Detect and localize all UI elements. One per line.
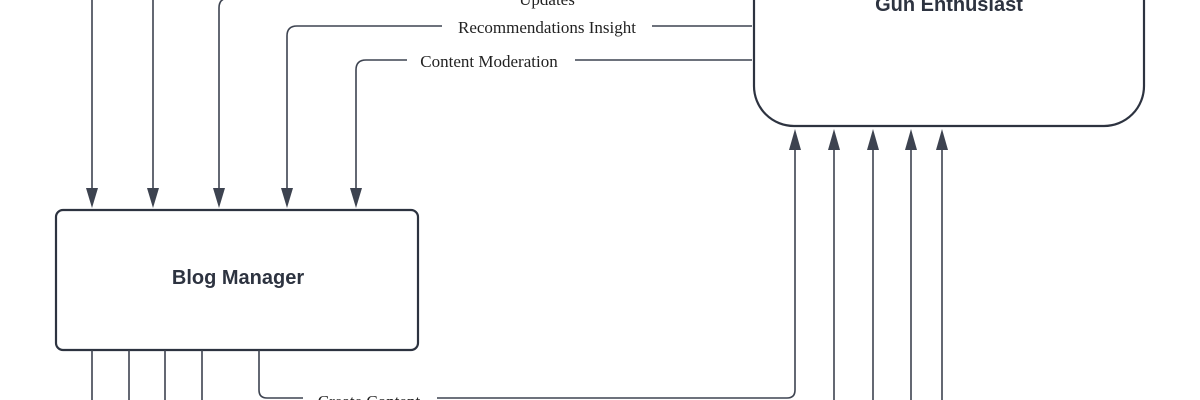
arrowhead	[867, 129, 879, 150]
edge-label-updates: Updates	[519, 0, 575, 9]
arrowhead	[281, 188, 293, 208]
edge-updates: Updates	[213, 0, 586, 208]
edge-label-content-moderation: Content Moderation	[420, 52, 558, 71]
edge-into-gun-enthusiast-3	[905, 129, 917, 400]
arrowhead	[86, 188, 98, 208]
arrowhead	[789, 129, 801, 150]
node-blog-manager[interactable]: Blog Manager	[54, 208, 420, 352]
node-blog-manager-label: Blog Manager	[172, 267, 304, 289]
arrowhead	[936, 129, 948, 150]
node-gun-enthusiast-label: Gun Enthusiast	[875, 0, 1023, 16]
edge-content-moderation: Content Moderation	[350, 50, 752, 208]
arrowhead	[905, 129, 917, 150]
edge-into-gun-enthusiast-2	[867, 129, 879, 400]
node-gun-enthusiast[interactable]: Gun Enthusiast	[752, 0, 1146, 128]
edge-into-blog-manager-2	[147, 0, 159, 208]
edge-label-recommendations-insight: Recommendations Insight	[458, 18, 636, 37]
edge-create-content: Create Content	[258, 129, 801, 400]
edge-label-create-content: Create Content	[318, 392, 421, 400]
edge-into-gun-enthusiast-1	[828, 129, 840, 400]
edge-into-blog-manager-1	[86, 0, 98, 208]
arrowhead	[828, 129, 840, 150]
edge-into-gun-enthusiast-4	[936, 129, 948, 400]
node-gun-enthusiast-box	[752, 0, 1146, 128]
arrowhead	[147, 188, 159, 208]
edge-recommendations-insight: Recommendations Insight	[281, 16, 752, 208]
node-blog-manager-box	[54, 208, 420, 352]
arrowhead	[213, 188, 225, 208]
arrowhead	[350, 188, 362, 208]
